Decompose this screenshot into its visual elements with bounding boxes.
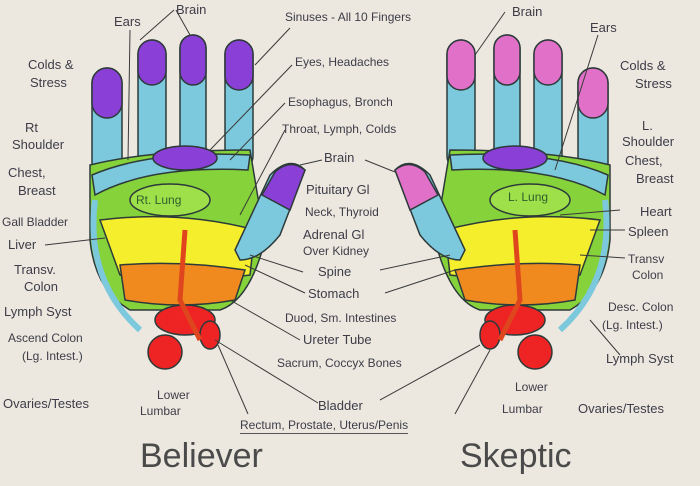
label-lymph-right: Lymph Syst — [606, 351, 674, 366]
label-chest-left-1: Chest, — [8, 165, 46, 180]
label-stomach: Stomach — [308, 286, 360, 301]
label-ascend-2: (Lg. Intest.) — [22, 349, 83, 363]
label-lower-left-1: Lower — [157, 388, 190, 402]
label-neck-thyroid: Neck, Thyroid — [305, 205, 379, 219]
label-rectum: Rectum, Prostate, Uterus/Penis — [240, 418, 409, 434]
label-esophagus: Esophagus, Bronch — [288, 95, 393, 109]
label-pituitary: Pituitary Gl — [306, 182, 370, 197]
label-l-lung: L. Lung — [508, 190, 549, 204]
label-sinuses: Sinuses - All 10 Fingers — [285, 10, 412, 24]
label-lower-right-2: Lumbar — [502, 402, 543, 416]
label-heart: Heart — [640, 204, 672, 219]
left-hand-believer — [89, 34, 306, 370]
label-colds-left-1: Colds & — [28, 57, 74, 72]
label-ears-right: Ears — [590, 20, 617, 35]
label-brain-thumb: Brain — [324, 150, 355, 165]
label-ureter: Ureter Tube — [303, 332, 372, 347]
label-transv-left-1: Transv. — [14, 262, 56, 277]
label-transv-left-2: Colon — [24, 279, 58, 294]
label-adrenal: Adrenal Gl — [303, 227, 365, 242]
label-spleen: Spleen — [628, 224, 669, 239]
label-desc-2: (Lg. Intest.) — [602, 318, 663, 332]
label-ovaries-right: Ovaries/Testes — [578, 401, 664, 416]
label-over-kidney: Over Kidney — [303, 244, 370, 258]
label-rt-lung: Rt. Lung — [136, 193, 182, 207]
label-lower-right-1: Lower — [515, 380, 548, 394]
label-lower-left-2: Lumbar — [140, 404, 181, 418]
label-shoulder-right-2: Shoulder — [622, 134, 675, 149]
label-colds-left-2: Stress — [30, 75, 67, 90]
label-eyes: Eyes, Headaches — [295, 55, 390, 69]
title-skeptic: Skeptic — [460, 437, 572, 475]
label-desc-1: Desc. Colon — [608, 300, 674, 314]
label-colds-right-2: Stress — [635, 76, 672, 91]
label-ovaries-left: Ovaries/Testes — [3, 396, 89, 411]
label-chest-right-1: Chest, — [625, 153, 663, 168]
right-hand-skeptic — [394, 34, 611, 370]
label-lymph-left: Lymph Syst — [4, 304, 72, 319]
title-believer: Believer — [140, 437, 263, 475]
label-colds-right-1: Colds & — [620, 58, 666, 73]
label-duod: Duod, Sm. Intestines — [285, 311, 397, 325]
label-shoulder-left-2: Shoulder — [12, 137, 65, 152]
label-chest-left-2: Breast — [18, 183, 56, 198]
label-chest-right-2: Breast — [636, 171, 674, 186]
label-brain-left: Brain — [176, 2, 207, 17]
label-spine: Spine — [318, 264, 352, 279]
label-ears-left: Ears — [114, 14, 141, 29]
label-transv-right-1: Transv — [628, 252, 665, 266]
label-liver: Liver — [8, 237, 37, 252]
label-shoulder-left-1: Rt — [25, 120, 38, 135]
label-sacrum: Sacrum, Coccyx Bones — [277, 356, 402, 370]
label-throat: Throat, Lymph, Colds — [282, 122, 397, 136]
label-transv-right-2: Colon — [632, 268, 664, 282]
label-gall-bladder: Gall Bladder — [2, 215, 69, 229]
label-shoulder-right-1: L. — [642, 118, 653, 133]
label-bladder: Bladder — [318, 398, 363, 413]
label-brain-right: Brain — [512, 4, 543, 19]
label-ascend-1: Ascend Colon — [8, 331, 83, 345]
leader-lines — [44, 9, 626, 415]
